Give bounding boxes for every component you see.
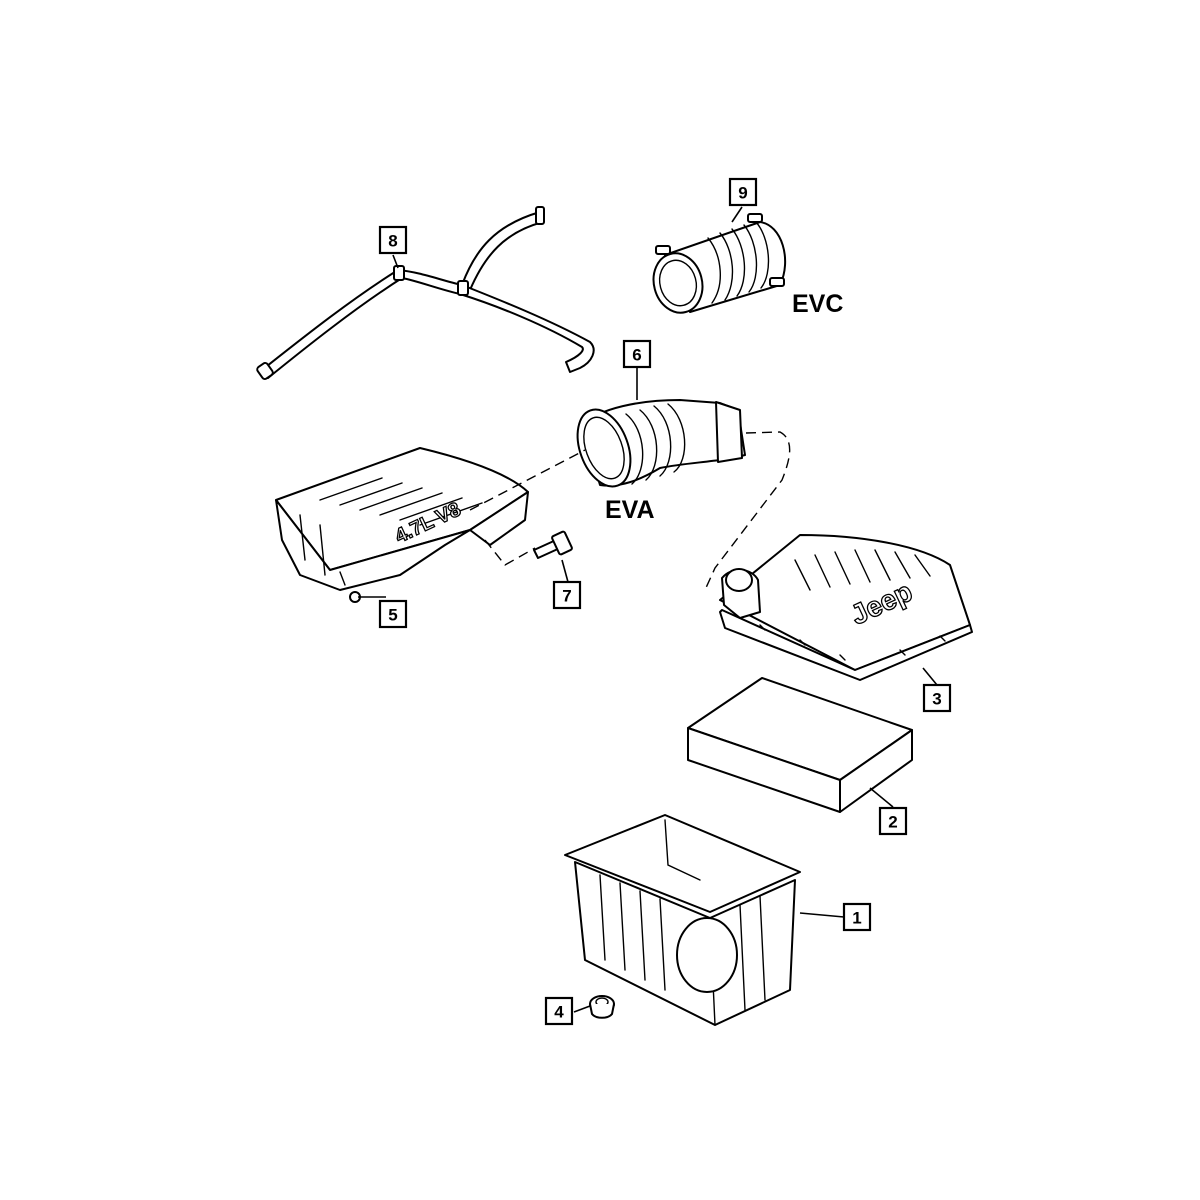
callout-number: 6 [632,346,641,365]
part-8-breather-hose [256,206,595,380]
callout-5: 5 [378,599,408,629]
code-label-eva: EVA [605,496,655,524]
callout-number: 5 [388,606,397,625]
part-6-intake-hose [576,399,746,488]
callout-3: 3 [922,683,952,713]
callout-2: 2 [878,806,908,836]
part-5-air-cleaner-housing-upper: 4.7L V8 [275,447,529,603]
callout-9: 9 [728,177,758,207]
callout-number: 2 [888,813,897,832]
callout-number: 1 [852,909,861,928]
part-1-air-cleaner-housing-lower [564,814,801,1026]
assembly-lines [469,431,791,591]
callout-number: 9 [738,184,747,203]
part-3-air-cleaner-cover: Jeep [719,534,973,681]
part-2-air-filter [687,677,913,813]
callout-number: 7 [562,587,571,606]
callout-8: 8 [378,225,408,255]
leader-lines [358,206,938,1013]
part-4-grommet [589,995,615,1019]
callout-number: 3 [932,690,941,709]
callout-7: 7 [552,580,582,610]
callout-1: 1 [842,902,872,932]
callout-number: 8 [388,232,397,251]
code-label-evc: EVC [792,290,843,318]
callout-number: 4 [554,1003,564,1022]
part-9-intake-coupler [652,213,787,314]
part-7-bolt [533,530,573,559]
callout-4: 4 [544,996,574,1026]
callout-6: 6 [622,339,652,369]
